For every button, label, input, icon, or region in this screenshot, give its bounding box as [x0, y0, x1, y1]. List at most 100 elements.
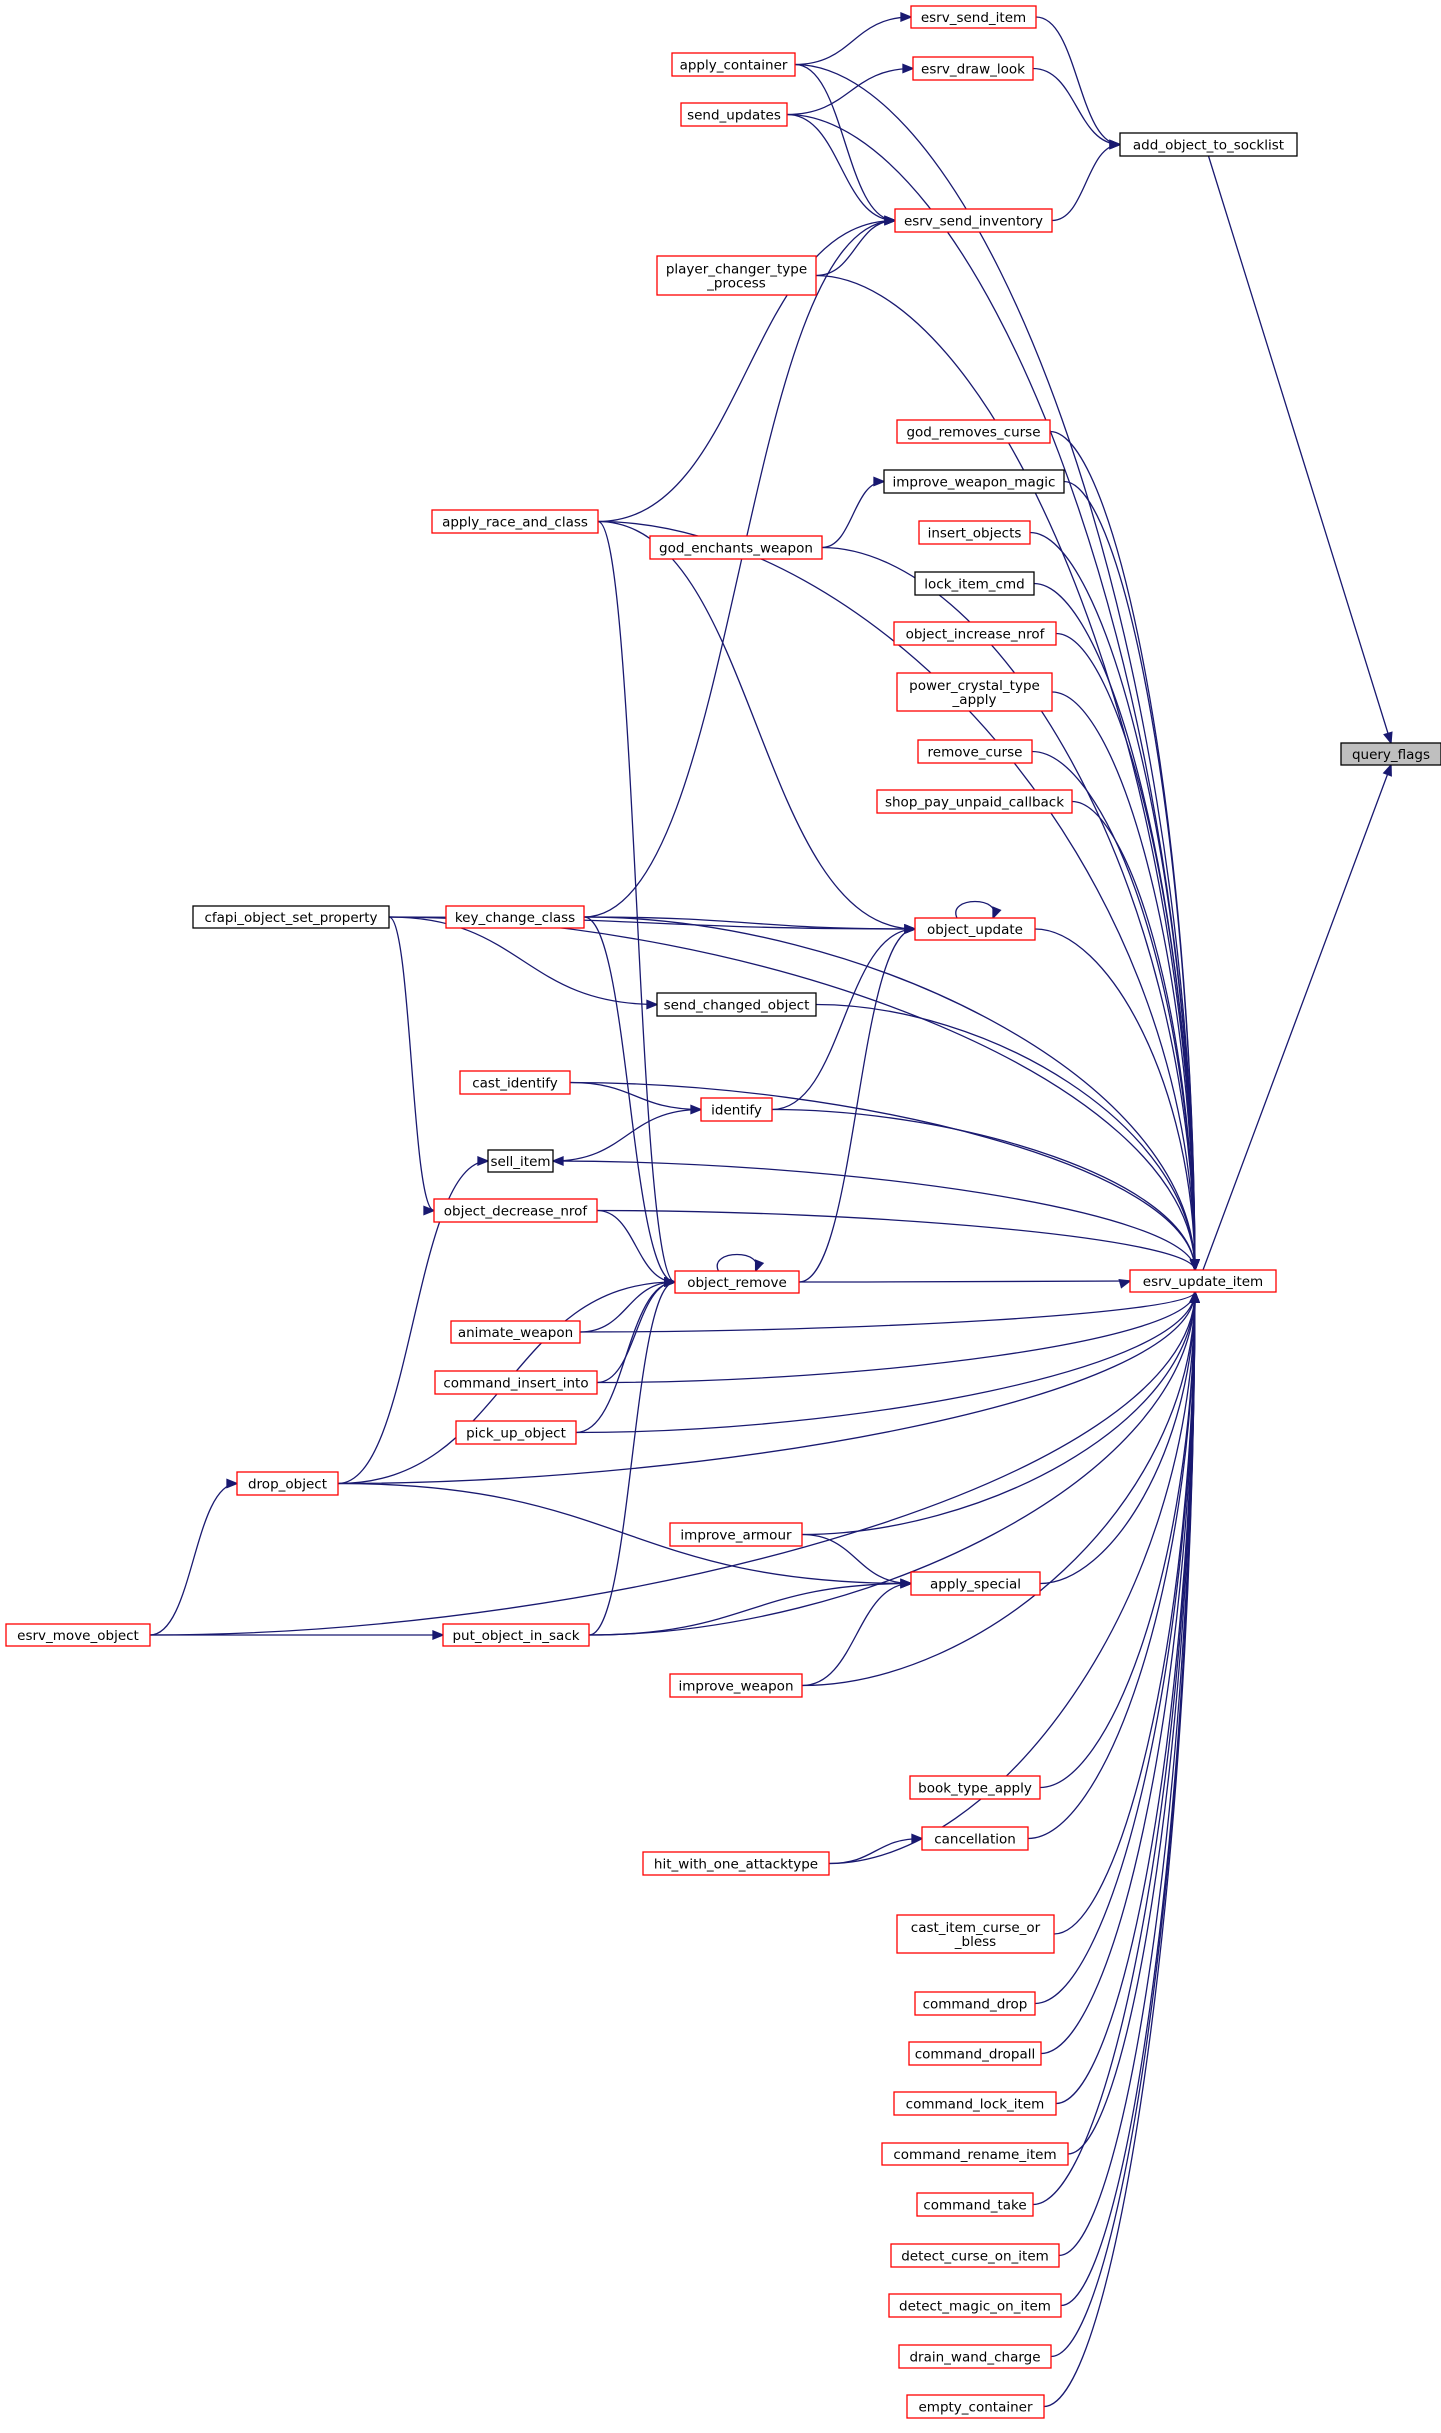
- node-label: improve_weapon: [678, 1679, 793, 1695]
- node-command-lock-item[interactable]: command_lock_item: [893, 2091, 1057, 2116]
- edge-arrowhead: [992, 906, 1002, 920]
- node-box: [916, 2192, 1034, 2217]
- node-object-increase-nrof[interactable]: object_increase_nrof: [893, 621, 1057, 646]
- node-command-take[interactable]: command_take: [916, 2192, 1034, 2217]
- node-empty-container[interactable]: empty_container: [906, 2394, 1045, 2419]
- node-query-flags[interactable]: query_flags: [1340, 742, 1441, 766]
- edge-object_decrease_nrof-to-esrv_update_item: [596, 1209, 1200, 1272]
- node-label: send_changed_object: [664, 998, 810, 1014]
- edge-line: [552, 1160, 1196, 1271]
- node-box: [700, 1097, 773, 1122]
- node-esrv-draw-look[interactable]: esrv_draw_look: [912, 56, 1034, 81]
- node-label: improve_weapon_magic: [893, 475, 1056, 491]
- edge-line: [579, 1281, 676, 1333]
- edge-line: [786, 67, 914, 116]
- edge-arrowhead: [754, 1259, 765, 1273]
- edge-line: [1051, 143, 1121, 222]
- node-label: command_drop: [923, 1997, 1028, 2013]
- node-esrv-send-inventory[interactable]: esrv_send_inventory: [894, 208, 1053, 233]
- node-esrv-move-object[interactable]: esrv_move_object: [5, 1623, 151, 1647]
- node-put-object-in-sack[interactable]: put_object_in_sack: [442, 1623, 590, 1647]
- node-improve-weapon[interactable]: improve_weapon: [669, 1673, 803, 1698]
- node-book-type-apply[interactable]: book_type_apply: [909, 1775, 1041, 1800]
- node-remove-curse[interactable]: remove_curse: [917, 739, 1033, 764]
- node-label: esrv_send_item: [921, 10, 1026, 26]
- edge-line: [1207, 155, 1392, 744]
- node-command-rename-item[interactable]: command_rename_item: [881, 2142, 1069, 2166]
- node-detect-curse-on-item[interactable]: detect_curse_on_item: [890, 2243, 1060, 2268]
- node-box: [680, 102, 788, 127]
- node-god-removes-curse[interactable]: god_removes_curse: [896, 419, 1051, 444]
- node-command-drop[interactable]: command_drop: [914, 1991, 1036, 2016]
- node-box: [442, 1623, 590, 1647]
- node-sell-item[interactable]: sell_item: [487, 1149, 554, 1173]
- edge-line: [815, 1003, 1196, 1271]
- node-object-remove[interactable]: object_remove: [674, 1270, 800, 1294]
- edge-apply_container-to-esrv_send_inventory: [794, 63, 897, 226]
- node-player-changer-type-process[interactable]: player_changer_type_process: [656, 255, 817, 296]
- node-insert-objects[interactable]: insert_objects: [918, 520, 1031, 545]
- edge-identify-to-sell_item: [551, 1108, 702, 1166]
- node-label: esrv_send_inventory: [904, 214, 1043, 230]
- edge-line: [1027, 1291, 1196, 1840]
- node-label: book_type_apply: [918, 1781, 1032, 1797]
- node-box: [921, 1826, 1029, 1851]
- edge-line: [955, 900, 995, 919]
- edge-arrowhead: [904, 924, 917, 934]
- node-apply-special[interactable]: apply_special: [910, 1571, 1041, 1596]
- node-esrv-update-item[interactable]: esrv_update_item: [1129, 1269, 1277, 1293]
- node-label: command_take: [923, 2198, 1026, 2214]
- node-improve-armour[interactable]: improve_armour: [669, 1522, 803, 1547]
- node-send-updates[interactable]: send_updates: [680, 102, 788, 127]
- edge-line: [801, 1291, 1196, 1536]
- node-drain-wand-charge[interactable]: drain_wand_charge: [898, 2344, 1052, 2369]
- edge-arrowhead: [1383, 731, 1393, 745]
- node-label: cancellation: [934, 1832, 1016, 1848]
- node-add-object-to-socklist[interactable]: add_object_to_socklist: [1119, 132, 1298, 157]
- node-label: object_decrease_nrof: [444, 1204, 589, 1220]
- node-cancellation[interactable]: cancellation: [921, 1826, 1029, 1851]
- node-improve-weapon-magic[interactable]: improve_weapon_magic: [883, 469, 1065, 494]
- node-label: _bless: [954, 1934, 996, 1950]
- node-hit-with-one-attacktype[interactable]: hit_with_one_attacktype: [642, 1851, 830, 1876]
- edge-line: [828, 1291, 1196, 1865]
- node-identify[interactable]: identify: [700, 1097, 773, 1122]
- node-label: identify: [711, 1103, 762, 1119]
- node-lock-item-cmd[interactable]: lock_item_cmd: [914, 571, 1035, 596]
- node-drop-object[interactable]: drop_object: [236, 1471, 339, 1496]
- node-label: power_crystal_type: [909, 678, 1040, 694]
- node-box: [914, 917, 1036, 941]
- node-box: [908, 2041, 1042, 2066]
- node-esrv-send-item[interactable]: esrv_send_item: [910, 5, 1037, 29]
- node-label: apply_container: [680, 58, 788, 74]
- edge-line: [821, 480, 885, 549]
- edge-god_enchants_weapon-to-improve_weapon_magic: [821, 476, 886, 549]
- node-label: esrv_move_object: [17, 1628, 139, 1644]
- edge-line: [569, 1081, 702, 1111]
- edge-arrowhead: [1189, 1259, 1200, 1272]
- node-command-insert-into[interactable]: command_insert_into: [434, 1370, 598, 1395]
- node-object-decrease-nrof[interactable]: object_decrease_nrof: [433, 1198, 598, 1223]
- node-apply-race-and-class[interactable]: apply_race_and_class: [431, 509, 599, 534]
- node-box: [906, 2394, 1045, 2419]
- node-label: cast_item_curse_or: [911, 1920, 1041, 1936]
- node-object-update[interactable]: object_update: [914, 917, 1036, 941]
- edge-line: [1040, 1291, 1196, 2055]
- edge-object_update-to-object_update: [955, 900, 1002, 920]
- edge-line: [337, 1482, 912, 1585]
- node-command-dropall[interactable]: command_dropall: [908, 2041, 1042, 2066]
- node-label: object_increase_nrof: [906, 627, 1046, 643]
- node-box: [881, 2142, 1069, 2166]
- node-power-crystal-type-apply[interactable]: power_crystal_type_apply: [896, 672, 1053, 712]
- node-key-change-class[interactable]: key_change_class: [445, 905, 585, 929]
- node-cfapi-object-set-property[interactable]: cfapi_object_set_property: [192, 905, 390, 929]
- node-cast-identify[interactable]: cast_identify: [459, 1070, 571, 1095]
- node-god-enchants-weapon[interactable]: god_enchants_weapon: [649, 535, 823, 560]
- node-send-changed-object[interactable]: send_changed_object: [656, 992, 817, 1017]
- node-shop-pay-unpaid-callback[interactable]: shop_pay_unpaid_callback: [876, 789, 1073, 814]
- node-pick-up-object[interactable]: pick_up_object: [455, 1420, 577, 1445]
- node-apply-container[interactable]: apply_container: [671, 52, 796, 77]
- node-cast-item-curse-or-bless[interactable]: cast_item_curse_or_bless: [896, 1914, 1055, 1954]
- node-animate-weapon[interactable]: animate_weapon: [450, 1320, 581, 1344]
- node-detect-magic-on-item[interactable]: detect_magic_on_item: [888, 2293, 1062, 2318]
